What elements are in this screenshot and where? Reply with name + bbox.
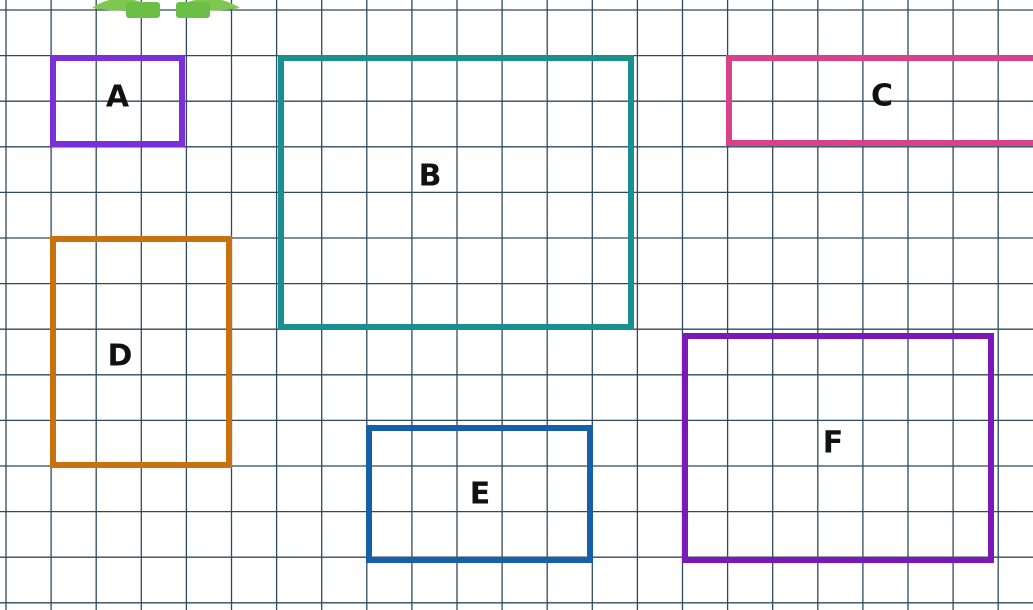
rectangle-e-label: E [470, 477, 491, 512]
rectangle-f-label: F [823, 426, 844, 461]
rectangle-b-label: B [419, 159, 442, 194]
rectangle-a-label: A [106, 80, 130, 115]
rectangle-d-label: D [108, 339, 133, 374]
rectangle-c-label: C [871, 79, 893, 114]
